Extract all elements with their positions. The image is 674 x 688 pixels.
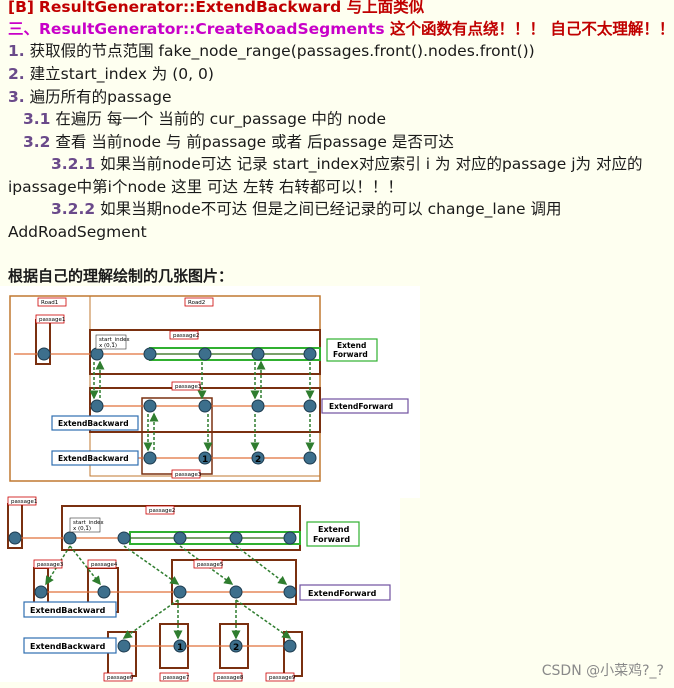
- d1-node: [143, 347, 157, 361]
- road1-label: Road1: [41, 300, 58, 306]
- extend-forward-label-2: Forward: [333, 350, 368, 359]
- node-label-2: 2: [255, 455, 261, 465]
- step-2: 2. 建立start_index 为 (0, 0): [8, 65, 214, 83]
- diagram-2: 1 2 passage1 passage2 passage3 passage4 …: [0, 496, 400, 682]
- d2-node: [34, 585, 48, 599]
- start-index-value: x (0,1): [99, 343, 117, 349]
- d2-start-index-value: x (0,1): [73, 526, 91, 532]
- d2-node: [283, 531, 297, 545]
- passage2-label: passage2: [173, 333, 199, 339]
- d2-extend-forward-label-1: Extend: [318, 525, 350, 534]
- passage1-label: passage1: [39, 317, 65, 323]
- extend-forward-label-3: ExtendForward: [329, 402, 393, 411]
- road2-label: Road2: [188, 300, 205, 306]
- heading-create-road-segments: 三、ResultGenerator::CreateRoadSegments 这个…: [8, 20, 674, 38]
- d1-node: [303, 347, 317, 361]
- d2-node: [8, 531, 22, 545]
- start-index-label: start_index: [99, 337, 130, 343]
- step-3: 3. 遍历所有的passage: [8, 88, 172, 106]
- d1-node-1: [198, 451, 212, 465]
- d2-passage5-label: passage5: [197, 562, 224, 568]
- step-1: 1. 获取假的节点范围 fake_node_range(passages.fro…: [8, 42, 535, 60]
- heading-extend-backward: [B] ResultGenerator::ExtendBackward 与上面类…: [8, 0, 425, 16]
- d1-node: [198, 399, 212, 413]
- d2-node: [173, 531, 187, 545]
- step-3-2-1: 3.2.1 如果当前node可达 记录 start_index对应索引 i 为 …: [51, 155, 643, 173]
- d2-node-label-2: 2: [233, 643, 239, 653]
- d2-node-1: [173, 639, 187, 653]
- watermark: CSDN @小菜鸡?_?: [541, 663, 664, 679]
- diagram-1: 1 2 Road1 Road2 passage1 passage2 passag…: [0, 286, 420, 498]
- d2-node: [117, 639, 131, 653]
- step-3-2-2: 3.2.2 如果当期node不可达 但是之间已经记录的可以 change_lan…: [51, 200, 562, 218]
- d2-node: [229, 531, 243, 545]
- d2-passage9-label: passage9: [269, 675, 296, 681]
- d2-passage3-label: passage3: [37, 562, 64, 568]
- passage3b-label: passage3: [175, 472, 202, 478]
- d1-node: [37, 347, 51, 361]
- passage3a-label: passage3: [175, 384, 202, 390]
- d2-extend-backward-label-b: ExtendBackward: [30, 642, 106, 651]
- d2-node: [97, 585, 111, 599]
- d1-node: [303, 451, 317, 465]
- d2-node: [117, 531, 131, 545]
- d2-node: [283, 585, 297, 599]
- d2-extend-backward-label-a: ExtendBackward: [30, 606, 106, 615]
- d1-node: [143, 399, 157, 413]
- extend-backward-label-a: ExtendBackward: [58, 419, 129, 428]
- d2-node: [283, 639, 297, 653]
- d1-node: [251, 399, 265, 413]
- d1-node-2: [251, 451, 265, 465]
- step-3-2-1-cont: ipassage中第i个node 这里 可达 左转 右转都可以！！！: [8, 178, 403, 196]
- passage3a-box: [89, 387, 321, 433]
- d1-node: [251, 347, 265, 361]
- d2-passage1-label: passage1: [11, 499, 37, 505]
- d2-node: [63, 531, 77, 545]
- extend-backward-label-b: ExtendBackward: [58, 454, 129, 463]
- d2-node-label-1: 1: [177, 643, 183, 653]
- step-3-2: 3.2 查看 当前node 与 前passage 或者 后passage 是否可…: [23, 133, 454, 151]
- step-3-2-2-cont: AddRoadSegment: [8, 223, 147, 241]
- d2-passage2-label: passage2: [149, 508, 175, 514]
- d2-passage2-box: [61, 505, 301, 551]
- d1-node: [90, 399, 104, 413]
- node-label-1: 1: [202, 455, 208, 465]
- d2-passage8-label: passage8: [217, 675, 244, 681]
- d1-node: [198, 347, 212, 361]
- road2-box: [89, 295, 321, 477]
- step-3-1: 3.1 在遍历 每一个 当前的 cur_passage 中的 node: [23, 110, 387, 128]
- d1-node: [303, 399, 317, 413]
- d2-passage4-label: passage4: [91, 562, 118, 568]
- d2-extend-forward-label-2: Forward: [313, 535, 350, 544]
- d2-node: [229, 585, 243, 599]
- d2-node: [173, 585, 187, 599]
- extend-forward-label-1: Extend: [337, 341, 366, 350]
- d2-passage6-label: passage6: [107, 675, 134, 681]
- d2-start-index-label: start_index: [73, 520, 104, 526]
- d1-node: [143, 451, 157, 465]
- d1-node: [90, 347, 104, 361]
- d2-node-2: [229, 639, 243, 653]
- d2-passage7-label: passage7: [163, 675, 190, 681]
- figures-heading: 根据自己的理解绘制的几张图片：: [8, 267, 234, 285]
- d2-extend-forward-label-3: ExtendForward: [308, 589, 377, 598]
